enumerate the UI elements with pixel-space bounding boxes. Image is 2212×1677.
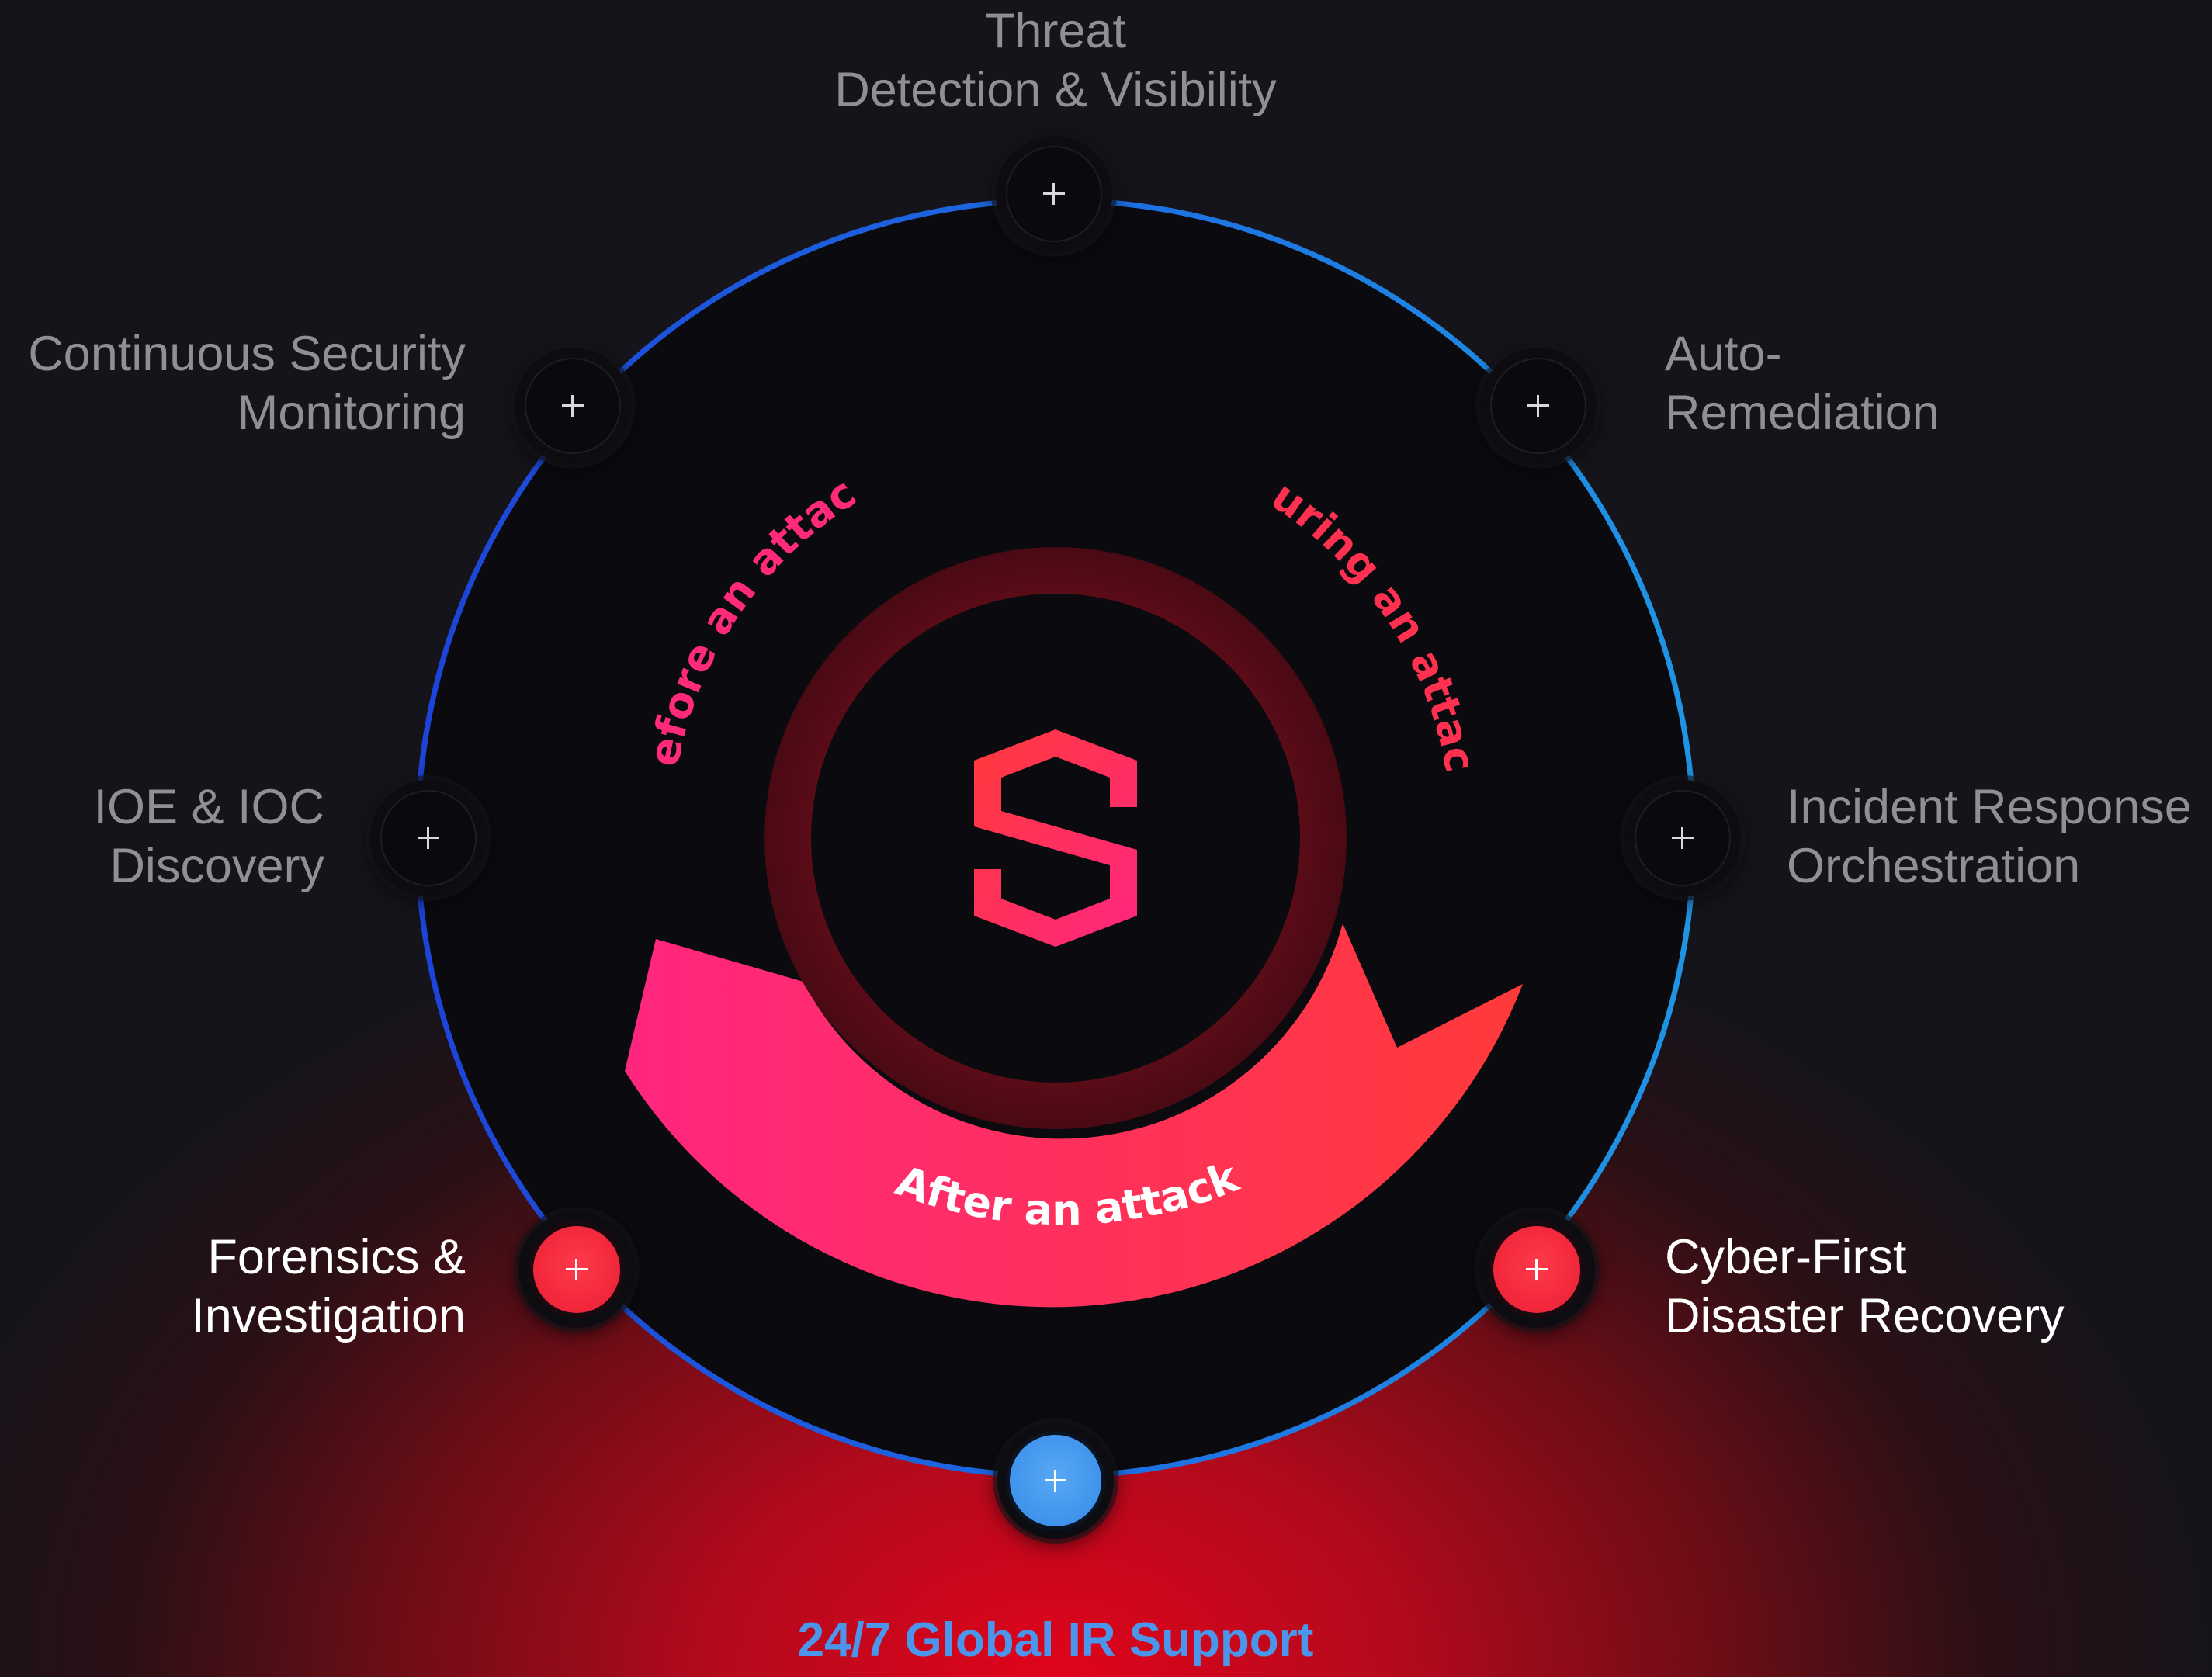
- label-continuous-monitoring: Continuous Security Monitoring: [28, 327, 466, 440]
- node-auto-remediation[interactable]: [1480, 348, 1597, 464]
- node-continuous-monitoring[interactable]: [515, 348, 631, 464]
- label-forensics: Forensics & Investigation: [191, 1230, 466, 1343]
- plus-icon: [418, 827, 439, 849]
- plus-icon: [562, 395, 584, 417]
- node-disaster-recovery[interactable]: [1479, 1211, 1595, 1328]
- label-ioe-ioc: IOE & IOC Discovery: [93, 780, 324, 893]
- plus-icon: [1526, 1259, 1548, 1280]
- node-threat-detection[interactable]: [996, 136, 1112, 252]
- s-hexagon-logo-icon: [974, 729, 1137, 947]
- plus-icon: [566, 1259, 588, 1280]
- label-global-ir[interactable]: 24/7 Global IR Support: [797, 1613, 1314, 1667]
- plus-icon: [1043, 183, 1065, 205]
- plus-icon: [1527, 395, 1549, 417]
- label-disaster-recovery: Cyber-First Disaster Recovery: [1665, 1230, 2065, 1343]
- node-ioe-ioc[interactable]: [370, 780, 487, 896]
- node-forensics[interactable]: [518, 1211, 635, 1328]
- label-threat-detection: Threat Detection & Visibility: [834, 4, 1277, 117]
- label-auto-remediation: Auto- Remediation: [1665, 327, 1940, 440]
- plus-icon: [1672, 827, 1694, 849]
- after-attack-band: [625, 923, 1523, 1308]
- plus-icon: [1045, 1470, 1066, 1492]
- node-global-ir[interactable]: [997, 1422, 1114, 1539]
- label-incident-response: Incident Response Orchestration: [1787, 780, 2192, 893]
- node-incident-response[interactable]: [1624, 780, 1741, 896]
